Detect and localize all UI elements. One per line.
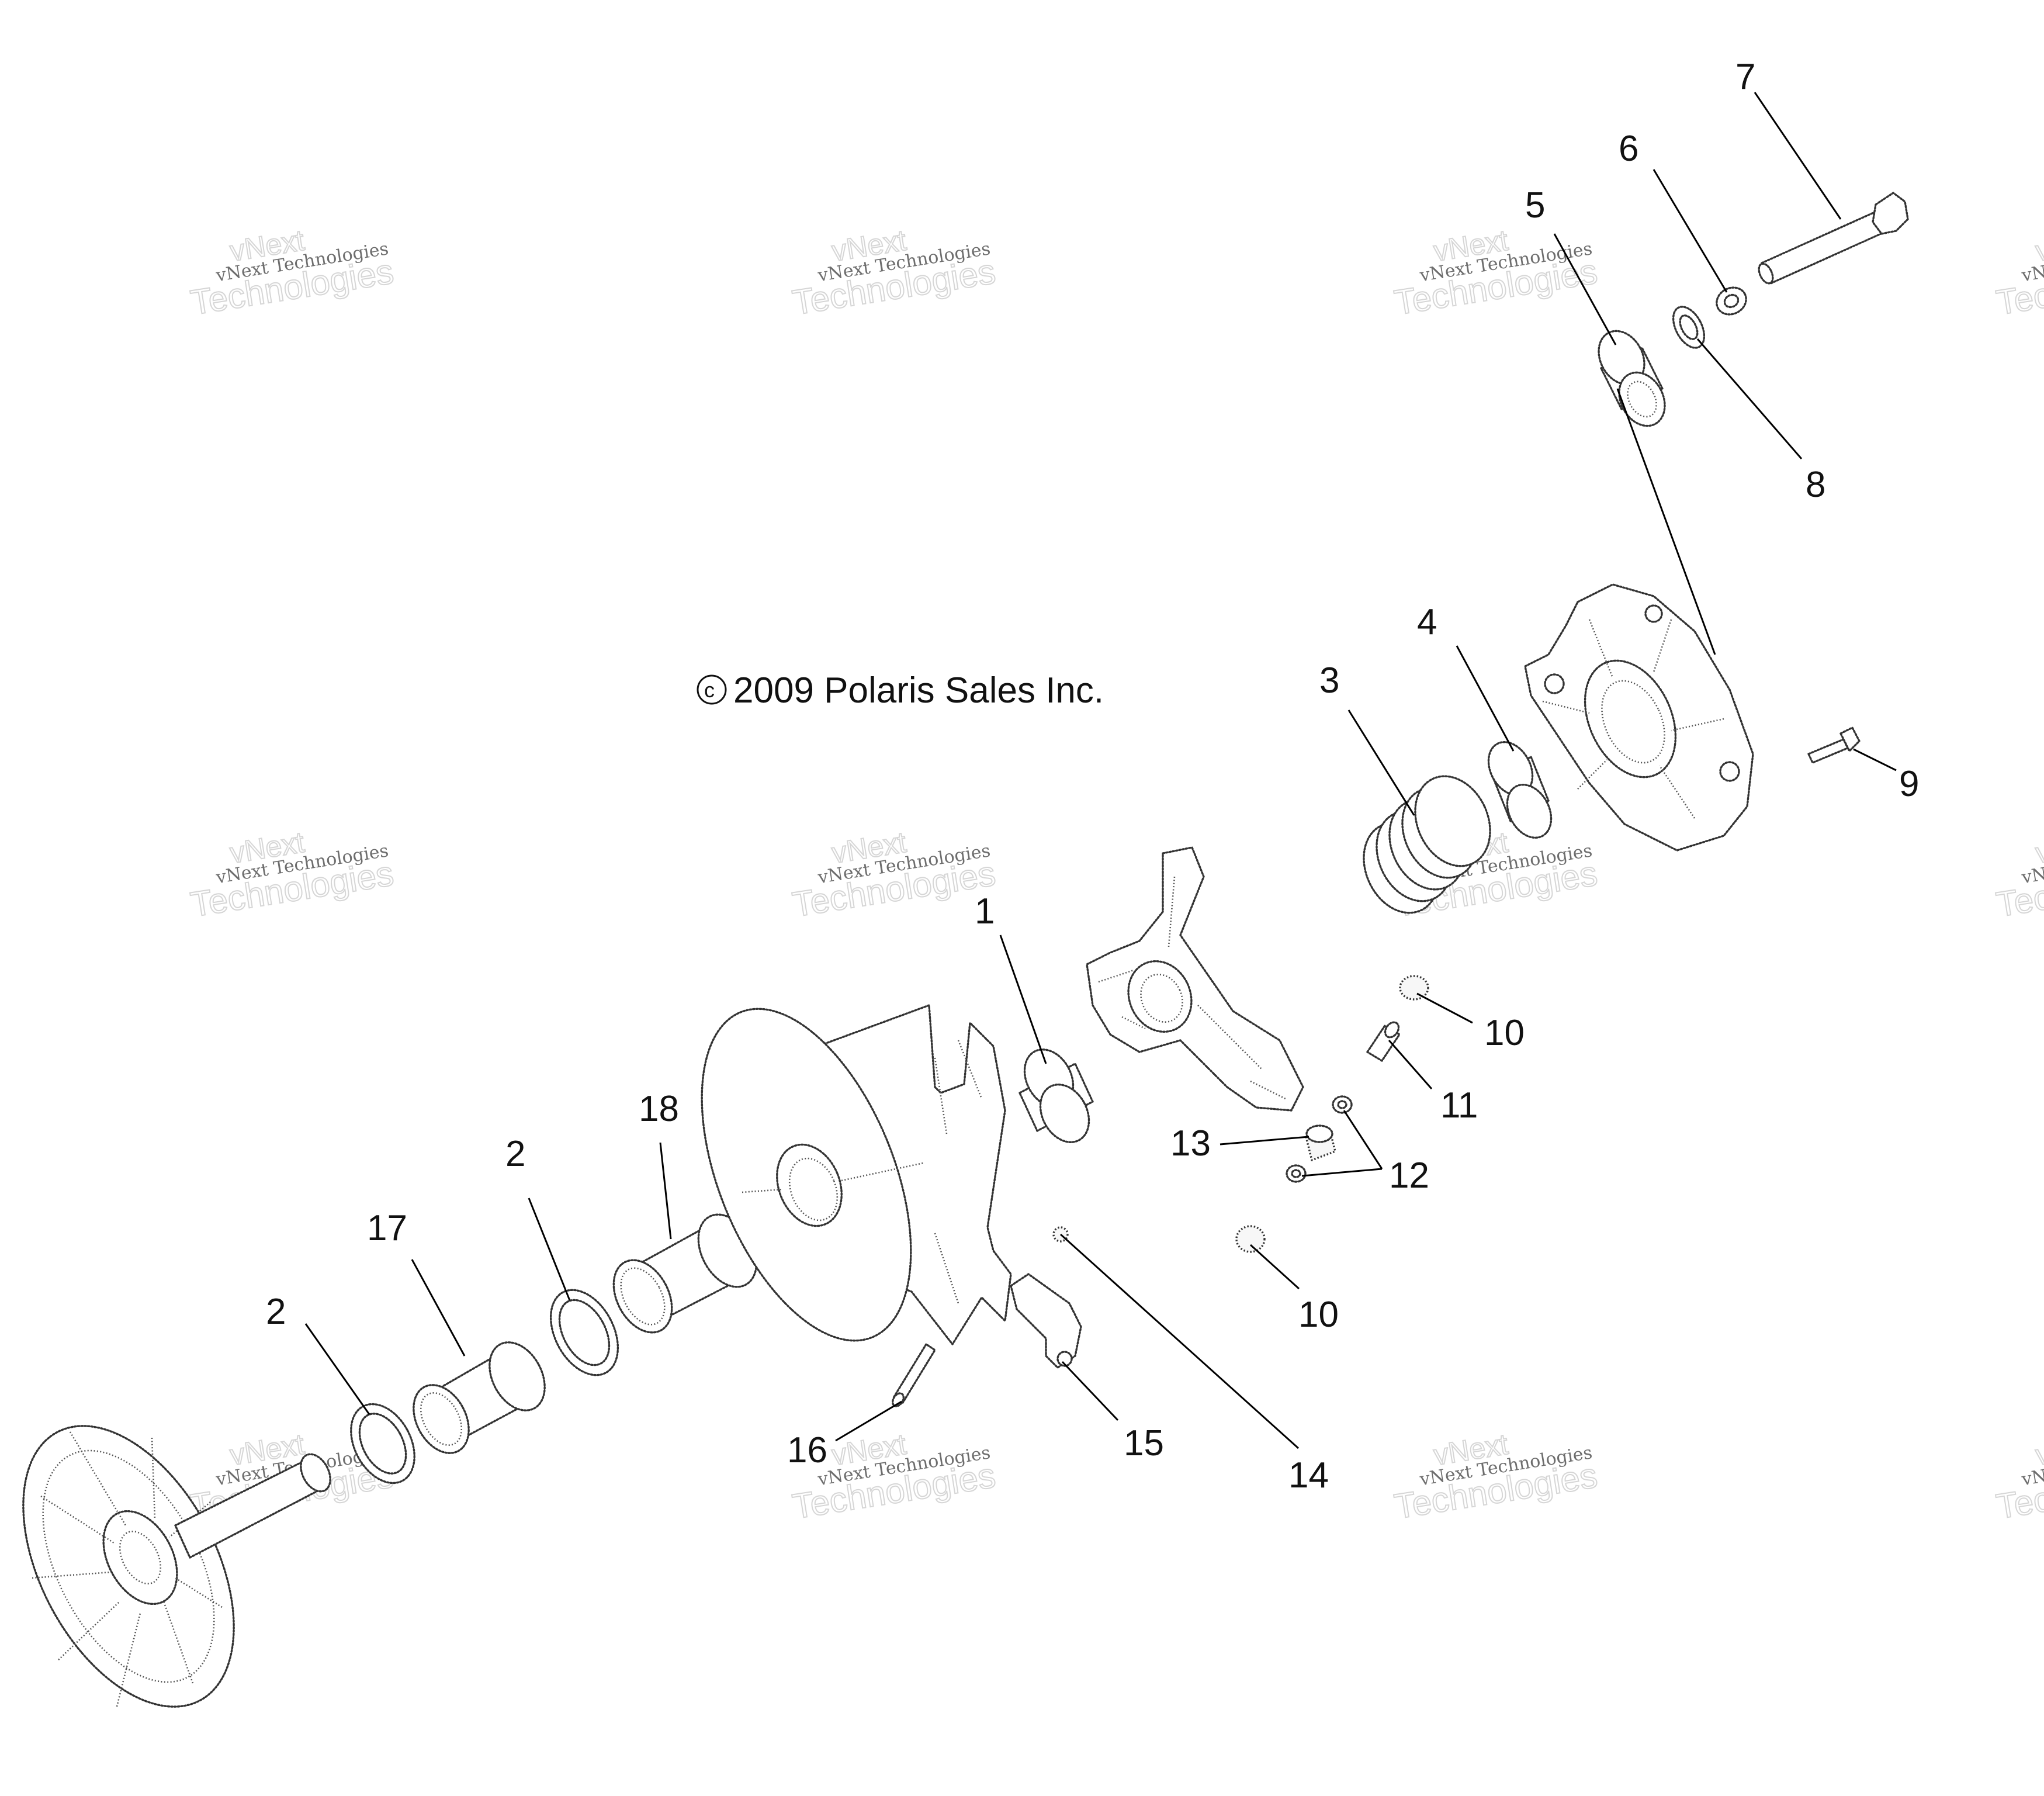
callout-16: 16 [787,1430,827,1470]
watermark-big-text: Technologies [1994,854,2044,925]
callout-17: 17 [367,1208,407,1248]
moveable-sheave-icon [701,1004,1012,1345]
watermark-brand-text: vNext [2033,1428,2044,1472]
callout-10: 10 [1298,1295,1339,1335]
leader-lines [304,92,1897,1449]
callout-13: 13 [1170,1123,1211,1164]
callout-10: 10 [1484,1013,1525,1053]
bushing-icon [1305,1124,1336,1161]
spring-icon [1363,775,1491,914]
roller-icon [1235,1225,1266,1253]
callout-18: 18 [639,1089,679,1129]
callout-2: 2 [266,1292,286,1332]
bushing-icon [1018,1048,1094,1143]
callout-5: 5 [1525,185,1545,226]
washer-icon [1672,306,1706,349]
watermark-big-text: Technologies [1994,1456,2044,1527]
callout-2: 2 [505,1134,525,1174]
callout-9: 9 [1899,764,1919,804]
washer-icon [350,1403,415,1484]
roller-icon [1399,975,1429,1001]
copyright-notice: c 2009 Polaris Sales Inc. [697,670,1104,711]
callout-6: 6 [1619,129,1638,169]
fan-sheave-icon [22,1425,331,1708]
callout-labels: 1 2 2 3 4 5 6 7 8 9 10 10 11 12 13 14 15… [266,57,1919,1496]
washer-icon [549,1289,619,1376]
bolt-icon [1758,192,1909,285]
callout-1: 1 [975,891,995,932]
callout-7: 7 [1735,57,1755,97]
callout-15: 15 [1124,1423,1164,1463]
bushing-icon [1487,741,1553,839]
washer-icon [1716,286,1747,316]
bolt-icon [1807,726,1861,764]
callout-4: 4 [1417,602,1437,642]
bushing-icon [1598,330,1666,427]
pin-icon [1366,1021,1401,1062]
callout-11: 11 [1440,1085,1478,1126]
bushing-icon [612,1213,758,1334]
bushing-icon [413,1341,546,1454]
callout-14: 14 [1288,1455,1329,1496]
callout-8: 8 [1806,465,1825,505]
cover-icon [1524,583,1754,852]
watermark-big-text: Technologies [1994,252,2044,323]
copyright-symbol-icon [697,674,727,705]
watermark-brand-text: vNext [2033,224,2044,268]
weight-icon [1010,1273,1082,1369]
watermark-brand-text: vNext [2033,826,2044,870]
copyright-symbol-letter: c [704,678,715,702]
spider-icon [1086,846,1304,1112]
copyright-text: 2009 Polaris Sales Inc. [733,670,1104,711]
pin-icon [892,1343,936,1407]
callout-3: 3 [1319,660,1339,701]
washer-icon [1286,1095,1353,1183]
callout-12: 12 [1389,1155,1429,1196]
